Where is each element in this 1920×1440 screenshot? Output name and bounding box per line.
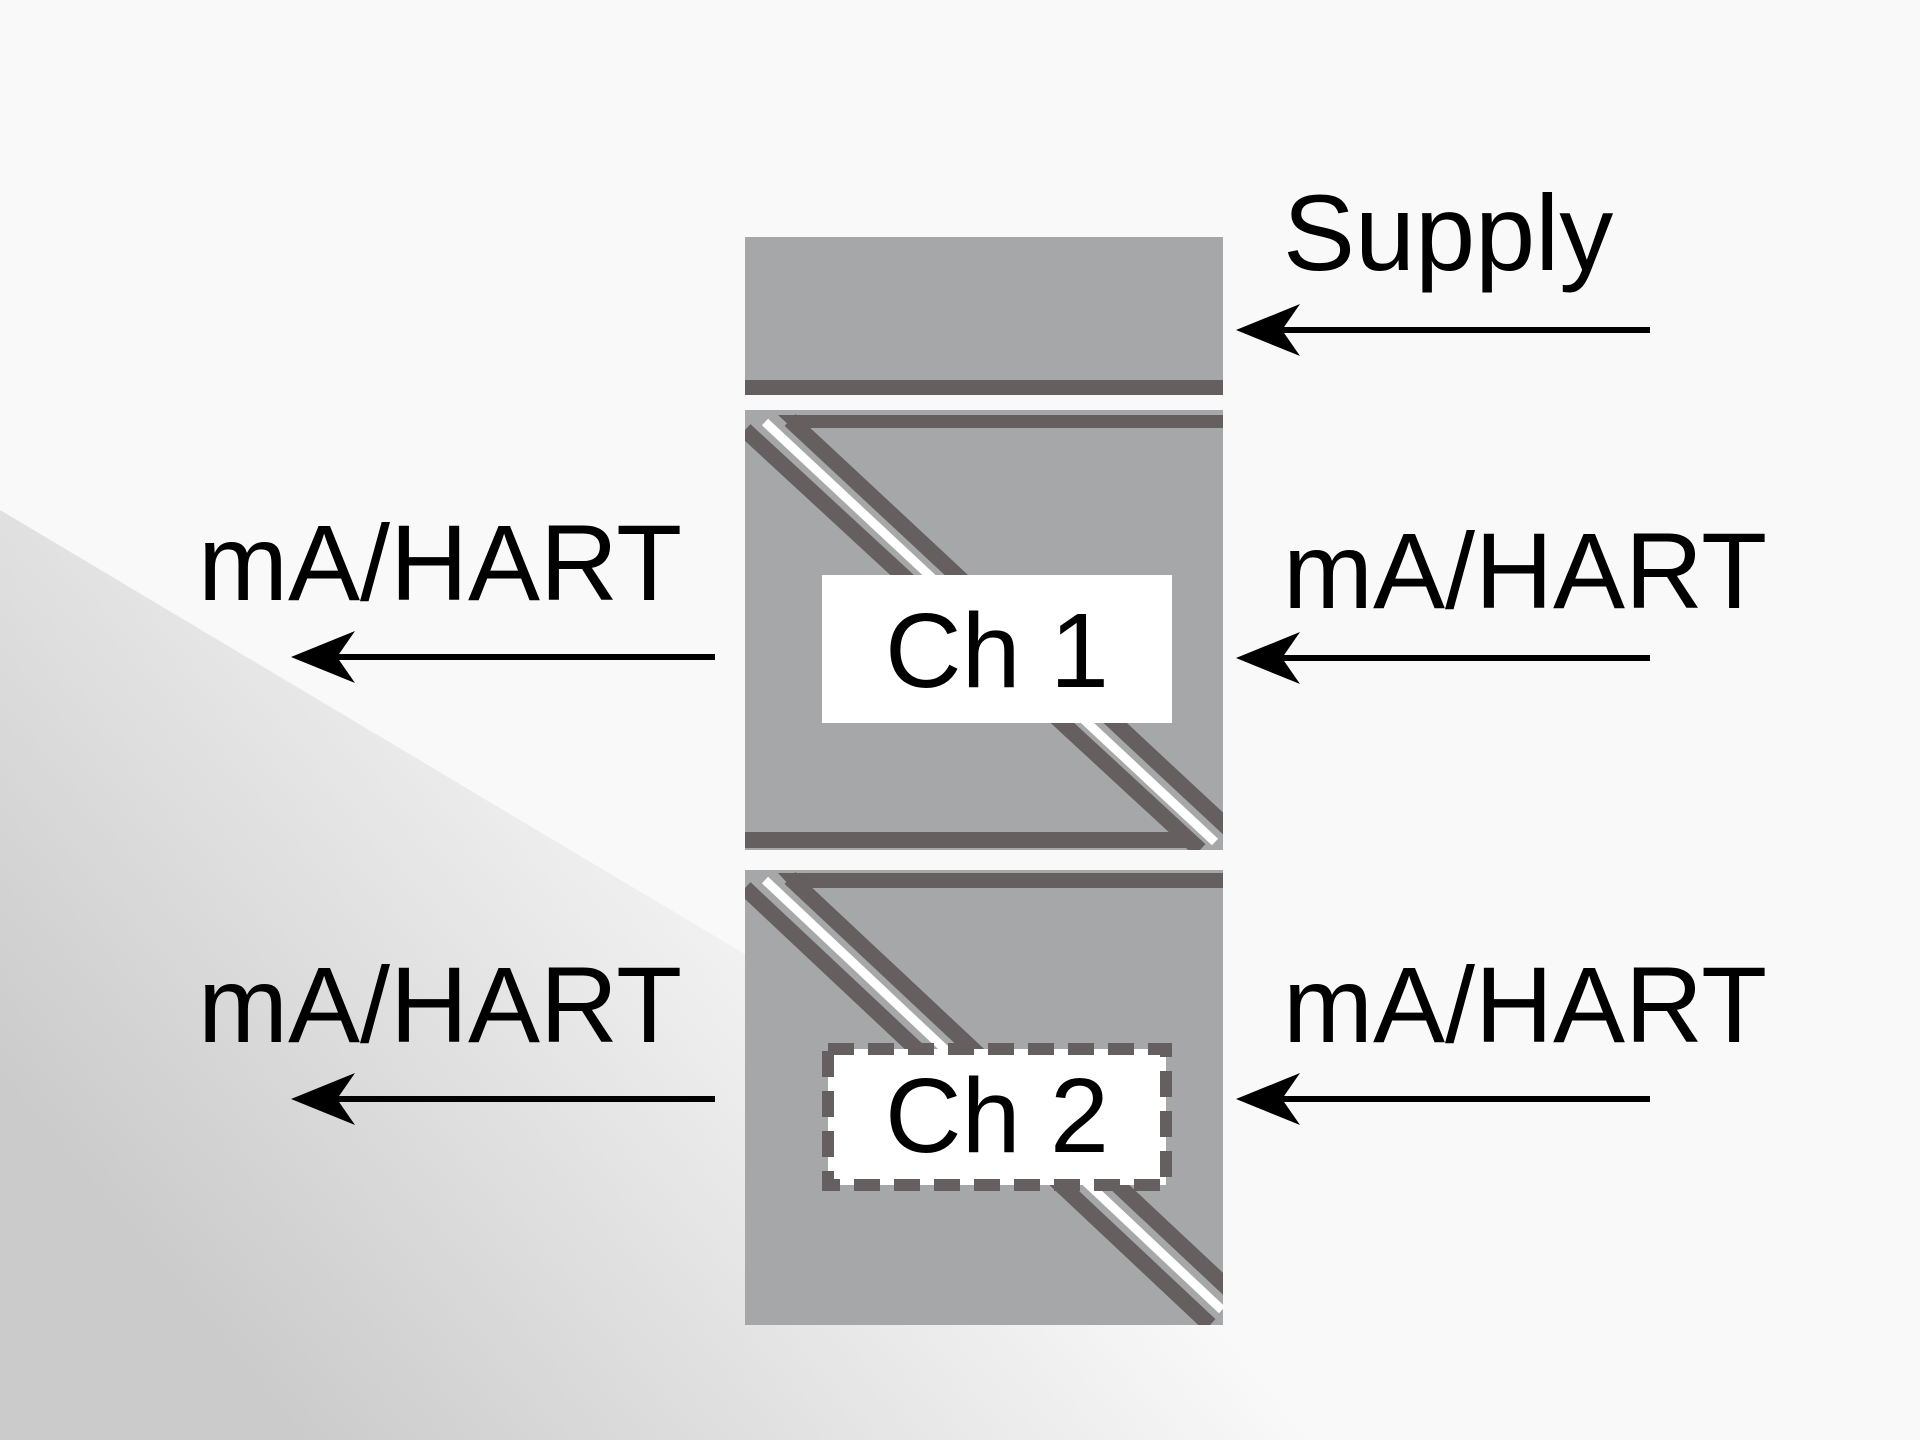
channel-2-label: Ch 2 [885, 1057, 1109, 1175]
supply-module-section [745, 237, 1223, 395]
supply-label: Supply [1283, 172, 1613, 293]
channel-2-output-arrow-icon [291, 1073, 715, 1125]
channel-1-output-label: mA/HART [198, 502, 682, 623]
channel-2-label-box [822, 1043, 1172, 1191]
supply-arrow-icon [1236, 304, 1650, 356]
channel-2-input-label: mA/HART [1283, 944, 1767, 1065]
channel-2-output-label: mA/HART [198, 944, 682, 1065]
channel-1-input-label: mA/HART [1283, 510, 1767, 631]
channel-1-output-arrow-icon [291, 631, 715, 683]
channel-1-input-arrow-icon [1236, 632, 1650, 684]
channel-1-label: Ch 1 [885, 592, 1109, 710]
channel-2-input-arrow-icon [1236, 1073, 1650, 1125]
channel-1-label-box [822, 575, 1172, 723]
